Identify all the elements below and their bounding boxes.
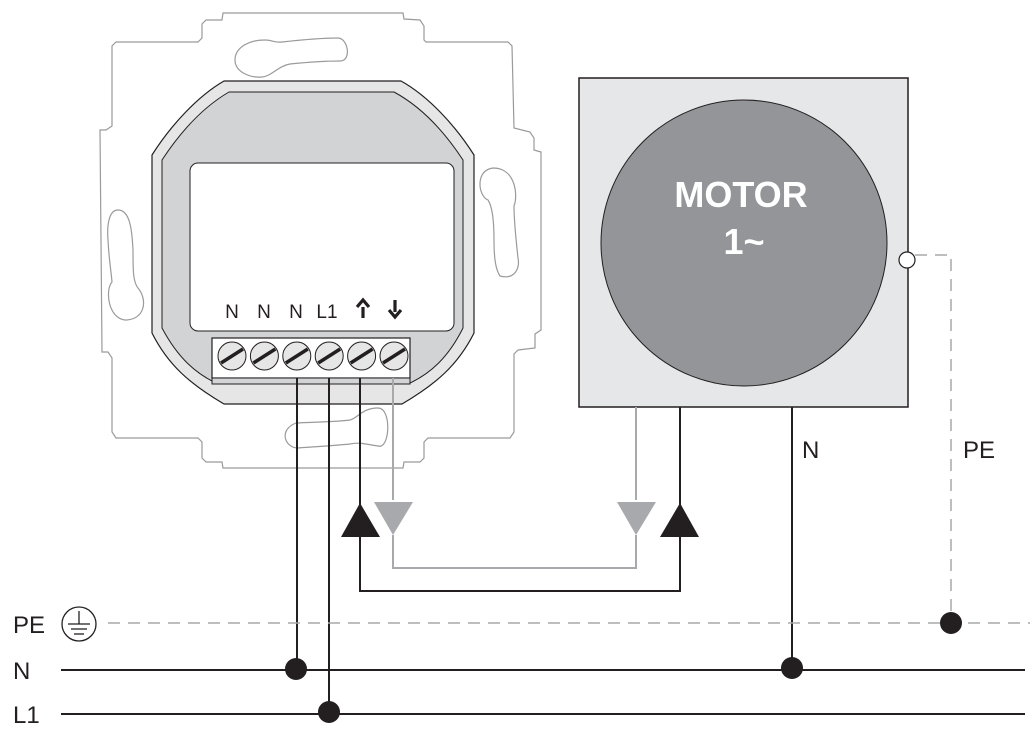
terminal-label-up-arrow-icon xyxy=(355,297,371,318)
terminal-screw-phase xyxy=(314,341,344,371)
motor-n-label: N xyxy=(802,437,819,464)
mounting-slot-bottom xyxy=(284,407,389,449)
wire-down-loop xyxy=(392,535,637,569)
terminal-block-base xyxy=(211,377,411,385)
mounting-slot-top xyxy=(234,37,348,78)
bus-l1-label: L1 xyxy=(13,702,40,729)
switch-down-arrow-icon xyxy=(374,502,413,535)
bus-n-label: N xyxy=(13,658,30,685)
bus-pe-label: PE xyxy=(13,612,45,639)
motor-title: MOTOR xyxy=(674,174,807,215)
terminal-label-n2: N xyxy=(257,302,271,323)
motor-pe-terminal xyxy=(898,251,916,269)
wire-motor-pe xyxy=(915,254,952,622)
terminal-label-n1: N xyxy=(225,302,239,323)
terminal-label-l1: L1 xyxy=(316,302,337,323)
motor-circle xyxy=(600,99,888,387)
junction-n-motor xyxy=(781,657,803,679)
wire-up-loop xyxy=(359,535,681,592)
terminal-screw-neutral xyxy=(249,341,279,371)
direction-arrows xyxy=(341,502,699,537)
wires xyxy=(61,254,1030,723)
terminal-screws xyxy=(217,341,409,371)
mounting-plate xyxy=(99,12,542,469)
motor-subtitle: 1~ xyxy=(723,221,764,262)
protective-earth-icon xyxy=(61,606,97,642)
motor: MOTOR 1~ xyxy=(578,77,916,408)
mounting-slot-left xyxy=(107,209,145,321)
junction-l1-switch xyxy=(318,701,340,723)
terminal-label-down-arrow-icon xyxy=(387,300,403,320)
motor-pe-label: PE xyxy=(963,437,995,464)
terminal-screw-up-output xyxy=(347,341,377,371)
mounting-slot-right xyxy=(479,167,520,278)
motor-up-arrow-icon xyxy=(660,503,699,537)
terminal-screw-neutral xyxy=(217,341,247,371)
switch-up-arrow-icon xyxy=(341,503,380,537)
terminal-screw-neutral xyxy=(282,341,312,371)
motor-down-arrow-icon xyxy=(617,502,656,535)
insert-window xyxy=(189,162,455,332)
terminal-screw-down-output xyxy=(379,341,409,371)
junction-n-switch xyxy=(285,658,307,680)
mounting-plate-outline xyxy=(99,12,542,469)
junction-pe-motor xyxy=(940,612,962,634)
switch-insert: N N N L1 xyxy=(151,80,475,405)
terminal-label-n3: N xyxy=(289,302,303,323)
